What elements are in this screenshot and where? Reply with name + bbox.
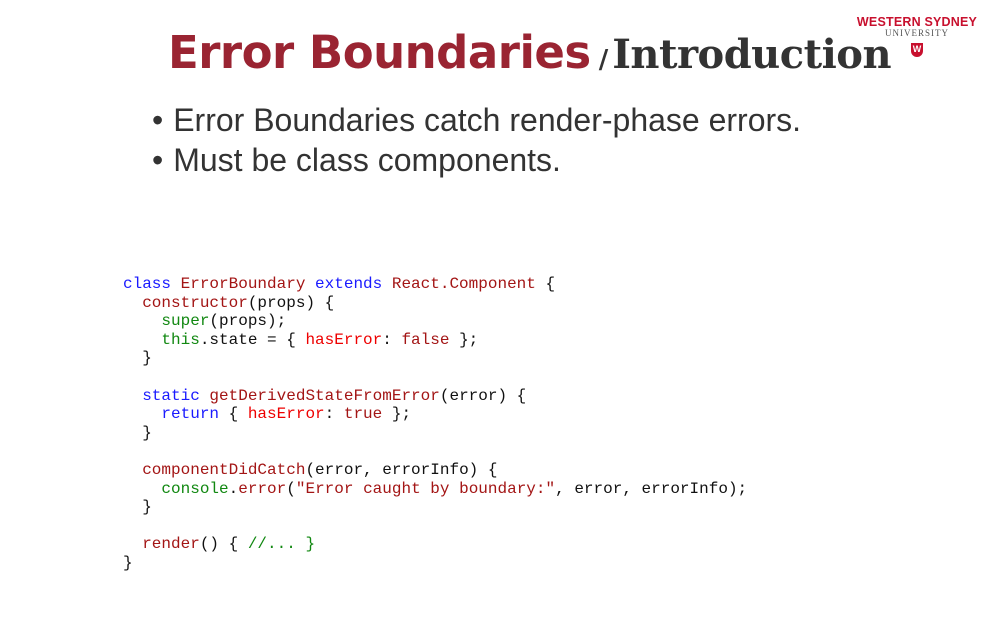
code-token [123,312,161,330]
code-token: hasError [305,330,383,349]
code-token: constructor [142,293,248,312]
code-token: ErrorBoundary [180,275,316,293]
code-token: { [219,405,248,424]
bullet-item: Must be class components. [152,140,801,180]
code-token: () { [199,535,248,554]
code-token: }; [449,330,479,349]
logo-line1: WESTERN SYDNEY [856,15,978,29]
code-token: } [123,423,152,442]
code-token [123,331,161,349]
code-token: //... } [247,535,316,554]
code-line: render() { //... } [123,535,747,554]
code-token: static [142,386,210,405]
code-token: extends [315,275,392,293]
code-token: getDerivedStateFromError [209,386,440,405]
code-token [123,461,142,479]
logo-line2: UNIVERSITY [885,28,949,38]
code-token: super [161,312,210,331]
code-line: componentDidCatch(error, errorInfo) { [123,461,747,480]
code-line: constructor(props) { [123,294,747,313]
code-token [123,405,161,423]
code-token: (error) { [439,386,527,405]
code-token: .state = { [199,330,306,349]
code-token [123,294,142,312]
code-line: } [123,554,747,573]
code-token: { [535,275,556,293]
code-line: } [123,424,747,443]
code-line: } [123,349,747,368]
code-token: : [324,405,344,424]
code-token: } [123,349,152,368]
code-line: static getDerivedStateFromError(error) { [123,387,747,406]
code-line: } [123,498,747,517]
bullet-item: Error Boundaries catch render-phase erro… [152,100,801,140]
slide-title: Error Boundaries/Introduction [168,26,892,79]
code-token: false [401,330,450,349]
bullet-list: Error Boundaries catch render-phase erro… [152,100,801,180]
code-token: , error, errorInfo); [555,479,748,498]
code-token: }; [382,405,412,424]
code-token: . [228,479,239,498]
code-token: this [161,330,200,349]
code-line: return { hasError: true }; [123,405,747,424]
code-token [123,387,142,405]
code-token [123,480,161,498]
code-line: console.error("Error caught by boundary:… [123,480,747,499]
code-token: : [382,330,402,349]
code-line [123,368,747,387]
title-sub: Introduction [612,31,892,78]
code-line: class ErrorBoundary extends React.Compon… [123,275,747,294]
code-token: hasError [247,405,325,424]
shield-icon: W [911,43,923,57]
code-token: (props); [209,312,287,331]
code-line: super(props); [123,312,747,331]
code-token: React.Component [391,275,536,293]
code-line: this.state = { hasError: false }; [123,331,747,350]
code-line [123,442,747,461]
title-separator: / [598,45,609,75]
code-token: ( [286,479,296,498]
code-token [123,535,142,553]
code-token: } [123,498,152,517]
university-logo: WESTERN SYDNEY UNIVERSITY W [855,15,979,57]
code-token: return [161,405,220,424]
code-token: } [123,553,133,572]
code-line [123,517,747,536]
title-main: Error Boundaries [168,26,591,79]
code-token: console [161,479,229,498]
code-token: (error, errorInfo) { [305,460,498,479]
code-token: error [238,479,287,498]
code-token: componentDidCatch [142,460,306,479]
code-token: (props) { [247,293,335,312]
code-token: render [142,535,200,554]
code-token: "Error caught by boundary:" [295,479,556,498]
code-block: class ErrorBoundary extends React.Compon… [123,275,747,573]
code-token: true [343,405,383,424]
code-token: class [123,275,181,293]
